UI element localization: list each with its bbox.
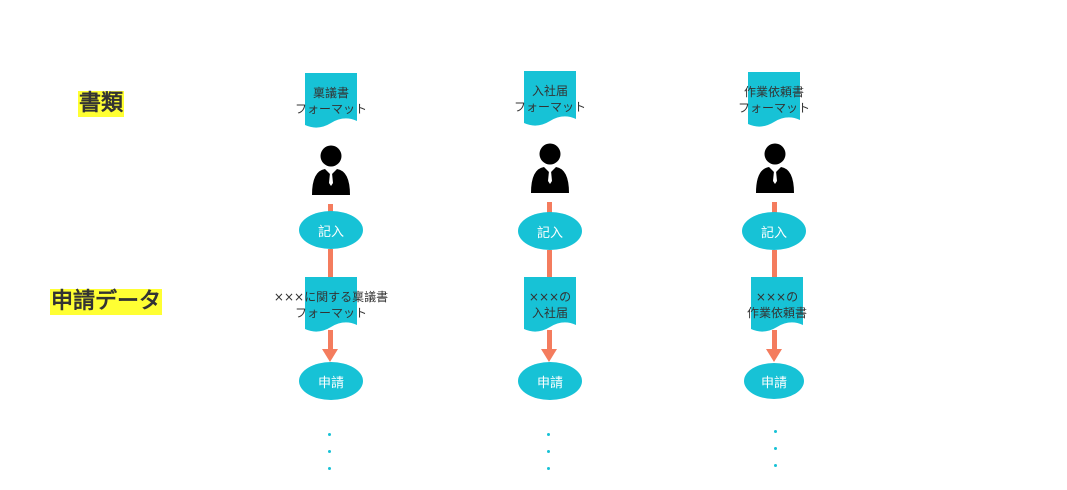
- arrow-down-icon: [541, 349, 557, 362]
- continuation-dots: [328, 433, 332, 484]
- connector-line: [328, 204, 333, 212]
- document-format-nyusha: 入社届 フォーマット: [514, 71, 586, 127]
- connector-line: [328, 330, 333, 350]
- connector-line: [772, 250, 777, 277]
- connector-line: [772, 330, 777, 350]
- document-data-nyusha: ×××の 入社届: [524, 277, 576, 333]
- document-label: ×××の 作業依頼書: [747, 290, 808, 320]
- connector-line: [547, 250, 552, 277]
- action-label: 記入: [760, 225, 787, 241]
- document-format-sagyo: 作業依頼書 フォーマット: [738, 72, 810, 128]
- document-icon: [305, 277, 357, 332]
- arrow-down-icon: [766, 349, 782, 362]
- document-format-ringi: 稟議書 フォーマット: [295, 73, 367, 129]
- action-label: 申請: [536, 375, 563, 391]
- connector-line: [772, 202, 777, 213]
- row-label-documents: 書類: [78, 91, 125, 117]
- document-label: ×××に関する稟議書 フォーマット: [273, 290, 389, 320]
- document-data-sagyo: ×××の 作業依頼書: [747, 277, 807, 333]
- document-icon: [305, 73, 357, 128]
- action-submit: 申請: [299, 362, 363, 400]
- action-fill-in: 記入: [518, 212, 582, 250]
- action-submit: 申請: [744, 363, 804, 399]
- document-data-ringi: ×××に関する稟議書 フォーマット: [274, 277, 388, 333]
- row-label-application-data: 申請データ: [50, 289, 163, 315]
- action-label: 申請: [760, 375, 787, 391]
- document-label: 入社届 フォーマット: [514, 84, 587, 114]
- action-label: 記入: [536, 225, 563, 241]
- connector-line: [328, 249, 333, 277]
- businessperson-icon: [528, 143, 572, 195]
- action-fill-in: 記入: [299, 211, 363, 249]
- businessperson-icon: [309, 145, 353, 197]
- action-label: 申請: [317, 375, 344, 391]
- action-label: 記入: [317, 224, 344, 240]
- connector-line: [547, 330, 552, 350]
- document-icon: [751, 277, 803, 332]
- document-icon: [524, 277, 576, 332]
- arrow-down-icon: [322, 349, 338, 362]
- action-fill-in: 記入: [742, 212, 806, 250]
- connector-line: [547, 202, 552, 213]
- document-label: ×××の 入社届: [528, 290, 572, 320]
- document-label: 稟議書 フォーマット: [295, 86, 368, 116]
- document-icon: [748, 72, 800, 127]
- document-label: 作業依頼書 フォーマット: [738, 85, 811, 115]
- businessperson-icon: [753, 143, 797, 195]
- continuation-dots: [774, 430, 778, 481]
- action-submit: 申請: [518, 362, 582, 400]
- document-icon: [524, 71, 576, 126]
- continuation-dots: [547, 433, 551, 484]
